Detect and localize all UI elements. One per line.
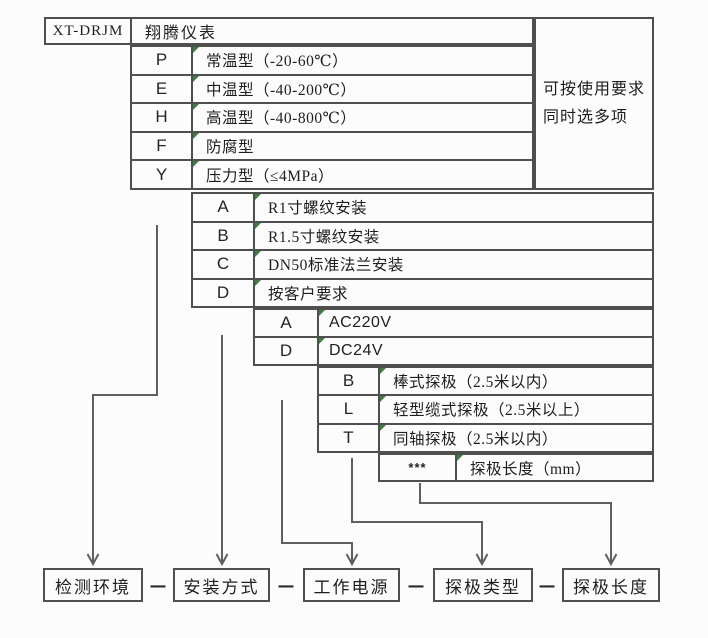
option-desc: 同轴探极（2.5米以内） (380, 424, 652, 451)
option-desc: 棒式探极（2.5米以内） (380, 368, 652, 394)
option-code: A (193, 194, 255, 221)
option-desc: 中温型（-40-200℃） (193, 75, 532, 103)
row-C: C DN50标准法兰安装 (193, 251, 652, 280)
option-desc: DC24V (319, 338, 652, 364)
option-code: D (255, 338, 319, 364)
option-code: T (319, 424, 380, 451)
power-supply-table: A AC220V D DC24V (253, 308, 654, 366)
row-B: B R1.5寸螺纹安装 (193, 222, 652, 251)
code-separator: — (539, 573, 555, 597)
option-code: L (319, 396, 380, 423)
row-Y: Y 压力型（≤4MPa） (132, 161, 532, 188)
option-code: E (132, 75, 193, 103)
note-line-1: 可按使用要求 (543, 80, 646, 98)
row-P: P 常温型（-20-60℃） (132, 47, 532, 76)
option-desc: R1.5寸螺纹安装 (255, 222, 652, 250)
option-code: F (132, 132, 193, 160)
option-desc: 防腐型 (193, 132, 532, 160)
option-desc: 探极长度（mm） (457, 455, 652, 480)
title-row: XT-DRJM 翔腾仪表 (44, 17, 534, 45)
row-length: *** 探极长度（mm） (380, 455, 652, 480)
label-box-probe-type: 探极类型 (433, 568, 533, 602)
option-desc: 压力型（≤4MPa） (193, 161, 532, 188)
option-desc: 轻型缆式探极（2.5米以上） (380, 396, 652, 422)
option-code: B (193, 222, 255, 249)
option-desc: DN50标准法兰安装 (255, 251, 652, 278)
label-box-probe-length: 探极长度 (562, 568, 660, 602)
connector-power (281, 400, 353, 563)
down-arrow-icon (86, 553, 100, 567)
probe-length-table: *** 探极长度（mm） (378, 453, 654, 482)
option-code: A (255, 310, 319, 336)
brand-cell: 翔腾仪表 (145, 25, 218, 42)
row-H: H 高温型（-40-800℃） (132, 104, 532, 133)
probe-type-table: B 棒式探极（2.5米以内） L 轻型缆式探极（2.5米以上） T 同轴探极（2… (317, 366, 654, 453)
model-prefix-cell: XT-DRJM (46, 19, 132, 43)
down-arrow-icon (475, 553, 489, 567)
option-code: D (193, 279, 255, 306)
down-arrow-icon (604, 553, 618, 567)
option-desc: 高温型（-40-800℃） (193, 104, 532, 131)
option-desc: AC220V (319, 310, 652, 336)
code-separator: — (278, 573, 294, 597)
option-desc: 按客户要求 (255, 279, 652, 307)
connector-probe-length (419, 483, 612, 563)
label-box-mounting: 安装方式 (173, 568, 270, 602)
option-code: B (319, 368, 380, 395)
row-D: D 按客户要求 (193, 279, 652, 307)
row-A: A AC220V (255, 310, 652, 338)
code-separator: — (408, 573, 424, 597)
row-L: L 轻型缆式探极（2.5米以上） (319, 396, 652, 425)
temperature-type-table: P 常温型（-20-60℃） E 中温型（-40-200℃） H 高温型（-40… (130, 45, 534, 190)
label-box-detection-env: 检测环境 (43, 568, 143, 602)
option-code: P (132, 47, 193, 74)
option-desc: R1寸螺纹安装 (255, 194, 652, 221)
row-D: D DC24V (255, 338, 652, 364)
down-arrow-icon (215, 553, 229, 567)
option-code: Y (132, 161, 193, 188)
code-separator: — (150, 573, 166, 597)
note-line-2: 同时选多项 (543, 108, 629, 126)
connector-probe-type (351, 458, 483, 563)
row-A: A R1寸螺纹安装 (193, 194, 652, 223)
mounting-table: A R1寸螺纹安装 B R1.5寸螺纹安装 C DN50标准法兰安装 D 按客户… (191, 192, 654, 308)
option-desc: 常温型（-20-60℃） (193, 47, 532, 74)
connector-detection-env (92, 225, 158, 563)
row-E: E 中温型（-40-200℃） (132, 75, 532, 105)
option-code: H (132, 104, 193, 131)
option-code: C (193, 251, 255, 278)
label-box-power: 工作电源 (303, 568, 400, 602)
down-arrow-icon (345, 553, 359, 567)
row-T: T 同轴探极（2.5米以内） (319, 424, 652, 451)
row-B: B 棒式探极（2.5米以内） (319, 368, 652, 397)
option-code: *** (380, 455, 457, 480)
row-F: F 防腐型 (132, 132, 532, 162)
multi-select-note: 可按使用要求 同时选多项 (534, 17, 654, 190)
